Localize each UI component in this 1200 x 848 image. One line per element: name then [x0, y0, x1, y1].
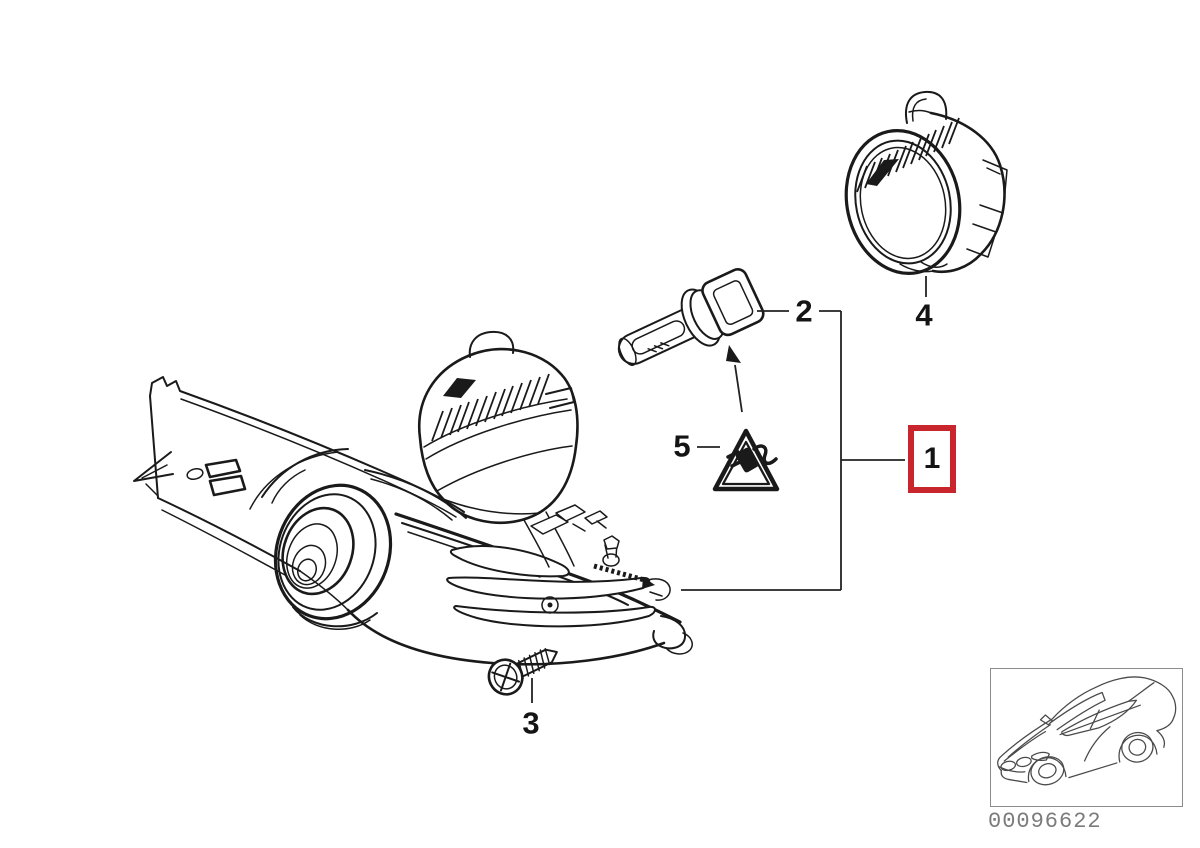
fog-lamp-assembly-drawing	[133, 330, 693, 666]
vehicle-inset-box	[990, 668, 1183, 807]
housing-rib-lines	[431, 373, 550, 442]
callout-2[interactable]: 2	[795, 293, 813, 329]
callout-1: 1	[923, 442, 941, 475]
fog-lamp-lens	[271, 469, 393, 630]
callout-5[interactable]: 5	[673, 428, 691, 464]
projector-housing	[417, 330, 579, 524]
callout-3[interactable]: 3	[522, 705, 540, 741]
callout-4[interactable]: 4	[915, 297, 933, 333]
warning-triangle-icon	[712, 428, 780, 492]
plug-symbol	[726, 444, 778, 473]
screw-drawing	[487, 648, 558, 696]
lower-housing-tail	[346, 511, 693, 666]
bulb-drawing	[617, 268, 765, 366]
connector-cluster	[530, 504, 671, 614]
trim-ring-drawing	[844, 90, 1008, 275]
leader-lines	[531, 276, 927, 703]
selected-callout-box-1[interactable]: 1	[908, 425, 956, 493]
ring-rib-lines	[856, 117, 960, 193]
pointer-arrow	[726, 345, 743, 413]
drawing-number: 00096622	[988, 809, 1102, 834]
vehicle-thumbnail	[997, 676, 1177, 786]
